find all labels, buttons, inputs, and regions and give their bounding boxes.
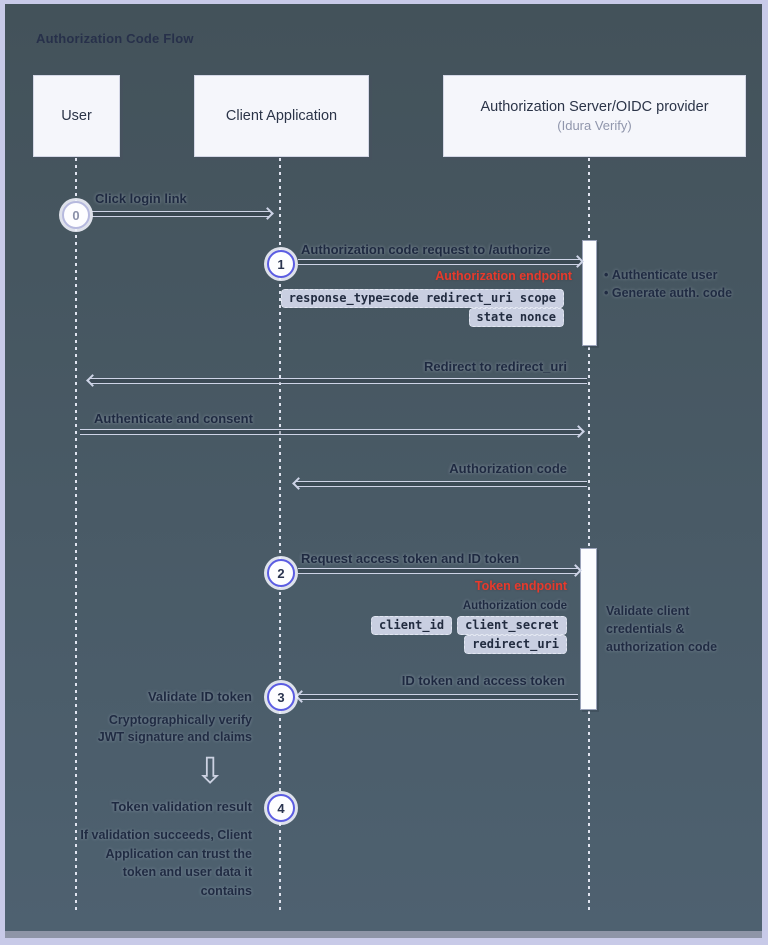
actor-server-sublabel: (Idura Verify) (557, 118, 632, 133)
bottom-strip (5, 931, 762, 938)
down-arrow-icon: ⇩ (195, 750, 226, 791)
client-note-verify-jwt: Cryptographically verify JWT signature a… (98, 712, 252, 746)
arrowhead-left-icon (292, 477, 305, 490)
message-arrow-token-request (296, 564, 582, 577)
actor-server: Authorization Server/OIDC provider (Idur… (443, 75, 746, 157)
message-arrow-click-login (90, 207, 274, 220)
diagram-title: Authorization Code Flow (36, 31, 194, 46)
message-arrow-authcode (292, 477, 589, 490)
param-chip: state nonce (468, 308, 564, 327)
step-circle-3: 3 (267, 683, 295, 711)
step-number: 2 (277, 565, 285, 581)
param-chip-row: redirect_uri (464, 635, 567, 654)
server-note-line: • Generate auth. code (604, 286, 733, 300)
step-circle-1: 1 (267, 250, 295, 278)
client-note-line: If validation succeeds, Client (80, 828, 252, 842)
message-label-id-token: ID token and access token (401, 673, 565, 688)
arrowhead-right-icon (572, 425, 585, 438)
activation-bar-authorize (582, 240, 597, 346)
message-arrow-auth-request (296, 255, 584, 268)
param-chip: client_id (371, 616, 453, 635)
param-chip: client_secret (457, 616, 567, 635)
activation-bar-token (580, 548, 597, 710)
actor-user: User (33, 75, 120, 157)
step-number: 0 (72, 207, 80, 223)
actor-client: Client Application (194, 75, 369, 157)
lifeline-user (75, 158, 77, 910)
arrowhead-right-icon (261, 207, 274, 220)
client-note-line: token and user data it (122, 865, 252, 879)
message-label-authcode: Authorization code (449, 461, 567, 476)
param-chip-row: response_type=code redirect_uri scope (280, 289, 564, 308)
client-note-line: contains (200, 883, 252, 898)
arrowhead-left-icon (86, 374, 99, 387)
server-note-line: authorization code (606, 640, 718, 654)
client-note-line: Application can trust the (105, 846, 252, 861)
actor-client-label: Client Application (225, 108, 338, 124)
step-number: 3 (277, 689, 285, 705)
step-number: 1 (277, 256, 285, 272)
diagram-canvas: Authorization Code Flow User Client Appl… (5, 4, 762, 931)
client-note-line: Cryptographically verify (108, 713, 252, 727)
server-note-authenticate: • Authenticate user • Generate auth. cod… (604, 266, 732, 302)
message-label-auth-request: Authorization code request to /authorize (301, 242, 551, 257)
message-label-click-login: Click login link (95, 191, 187, 206)
message-arrow-consent (78, 425, 585, 438)
actor-server-label: Authorization Server/OIDC provider (480, 99, 709, 115)
param-label-authcode: Authorization code (462, 600, 567, 612)
step-circle-4: 4 (267, 794, 295, 822)
bullet-icon: • (604, 268, 609, 282)
client-note-line: JWT signature and claims (97, 730, 252, 744)
server-note-validate: Validate client credentials & authorizat… (606, 602, 717, 656)
message-label-redirect: Redirect to redirect_uri (423, 359, 567, 374)
client-heading-validate-id-token: Validate ID token (147, 689, 252, 704)
message-arrow-redirect (86, 374, 589, 387)
server-note-line: Validate client (606, 604, 690, 618)
step-circle-2: 2 (267, 559, 295, 587)
param-chip: response_type=code redirect_uri scope (280, 289, 564, 308)
endpoint-label-authorization: Authorization endpoint (435, 269, 572, 283)
actor-user-label: User (61, 108, 92, 124)
param-chip-row: client_id client_secret (371, 616, 567, 635)
param-chip: redirect_uri (464, 635, 567, 654)
arrowhead-right-icon (569, 564, 582, 577)
step-number: 4 (277, 800, 285, 816)
message-arrow-id-token (295, 690, 580, 703)
server-note-line: credentials & (606, 622, 685, 636)
bullet-icon: • (604, 286, 609, 300)
lifeline-server (588, 158, 590, 910)
client-note-validation-result: If validation succeeds, Client Applicati… (80, 826, 252, 900)
param-chip-row: state nonce (468, 308, 564, 327)
server-note-line: • Authenticate user (604, 268, 718, 282)
message-label-consent: Authenticate and consent (94, 411, 253, 426)
message-label-token-request: Request access token and ID token (301, 551, 520, 566)
endpoint-label-token: Token endpoint (474, 579, 567, 593)
arrowhead-right-icon (571, 255, 584, 268)
step-circle-0: 0 (62, 201, 90, 229)
client-heading-validation-result: Token validation result (111, 799, 252, 814)
arrowhead-left-icon (295, 690, 308, 703)
lifeline-client (279, 158, 281, 910)
